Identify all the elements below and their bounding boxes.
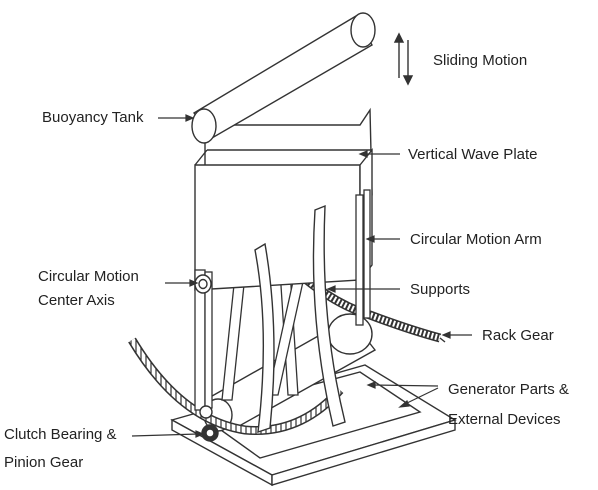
label-generator-parts: Generator Parts & External Devices <box>448 375 569 435</box>
label-rack-gear: Rack Gear <box>482 327 554 344</box>
supports-front <box>254 204 346 434</box>
label-circular-motion-center-axis-line1: Circular Motion <box>38 268 139 285</box>
leader-lines <box>131 114 472 438</box>
label-buoyancy-tank: Buoyancy Tank <box>42 109 144 126</box>
circular-motion-arm <box>194 189 371 411</box>
label-circular-motion-arm: Circular Motion Arm <box>410 231 542 248</box>
label-supports: Supports <box>410 281 471 298</box>
label-generator-parts-line2: External Devices <box>448 411 561 428</box>
label-clutch-bearing-line2: Pinion Gear <box>4 454 84 471</box>
label-clutch-bearing: Clutch Bearing & Pinion Gear <box>4 421 117 477</box>
buoyancy-tank <box>191 12 376 144</box>
label-sliding-motion: Sliding Motion <box>433 52 528 69</box>
label-circular-motion-center-axis-line2: Center Axis <box>38 292 115 309</box>
center-axis <box>194 274 212 294</box>
label-generator-parts-line1: Generator Parts & <box>448 381 569 398</box>
sliding-motion-arrows <box>393 32 414 86</box>
label-clutch-bearing-line1: Clutch Bearing & <box>4 426 117 443</box>
pinion-gear <box>199 405 219 442</box>
label-vertical-wave-plate: Vertical Wave Plate <box>408 146 538 163</box>
vertical-wave-plate <box>194 107 373 291</box>
label-circular-motion-center-axis: Circular Motion Center Axis <box>38 265 139 313</box>
